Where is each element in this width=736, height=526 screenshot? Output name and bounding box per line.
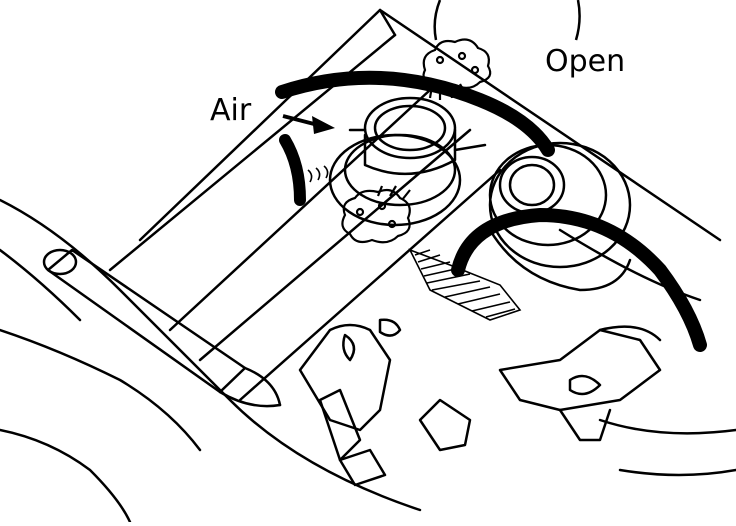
right-valve (488, 141, 632, 292)
motion-strokes (307, 165, 329, 183)
rod (42, 248, 282, 408)
hoses (275, 70, 707, 352)
open-leader (433, 0, 581, 41)
open-label: Open (545, 44, 626, 79)
engine-block-outline (0, 8, 736, 524)
air-arrow (282, 114, 335, 134)
bracket-parts (298, 318, 662, 487)
hatched-shadow (408, 248, 522, 321)
air-puff-bottom-icon (341, 185, 411, 244)
air-puff-top-icon (422, 38, 492, 100)
air-label: Air (210, 93, 252, 128)
